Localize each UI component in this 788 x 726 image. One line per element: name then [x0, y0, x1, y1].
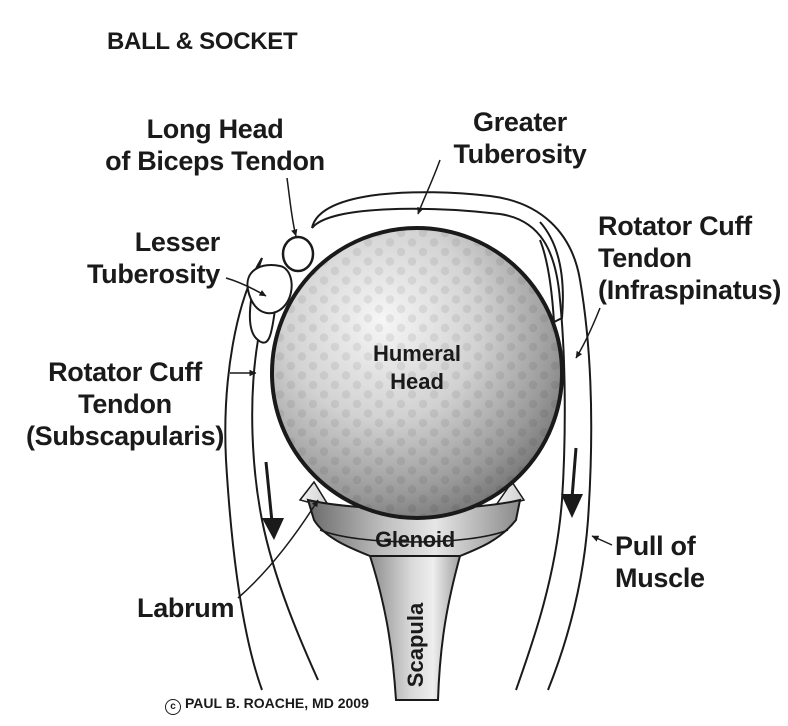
rc-sub-line1: Rotator Cuff [20, 356, 230, 388]
leader-pull [592, 536, 612, 545]
biceps-tendon [283, 237, 313, 271]
pull-arrow-right [561, 494, 583, 518]
copyright-text: PAUL B. ROACHE, MD 2009 [185, 695, 369, 711]
subscapularis-label: Rotator Cuff Tendon (Subscapularis) [20, 356, 230, 452]
infraspinatus-label: Rotator Cuff Tendon (Infraspinatus) [598, 210, 781, 306]
humeral-line2: Head [347, 368, 487, 396]
labrum-label: Labrum [137, 592, 234, 624]
long-head-biceps-label: Long Head of Biceps Tendon [70, 113, 360, 177]
glenoid-label: Glenoid [340, 527, 490, 553]
scapula-label: Scapula [403, 602, 428, 687]
copyright-symbol-icon: c [165, 699, 181, 715]
rc-infra-line2: Tendon [598, 242, 781, 274]
rc-sub-line2: Tendon [20, 388, 230, 420]
diagram-title: BALL & SOCKET [107, 28, 297, 56]
lesser-line1: Lesser [60, 226, 220, 258]
humeral-head-label: Humeral Head [347, 340, 487, 396]
pull-line1: Pull of [615, 530, 705, 562]
rc-infra-line3: (Infraspinatus) [598, 274, 781, 306]
lesser-tuberosity-label: Lesser Tuberosity [60, 226, 220, 290]
pull-of-muscle-label: Pull of Muscle [615, 530, 705, 594]
greater-tuberosity-label: Greater Tuberosity [420, 106, 620, 170]
leader-biceps [287, 178, 296, 236]
rc-sub-line3: (Subscapularis) [20, 420, 230, 452]
leader-labrum [238, 500, 318, 598]
rc-infra-line1: Rotator Cuff [598, 210, 781, 242]
long-head-line2: of Biceps Tendon [70, 145, 360, 177]
humeral-line1: Humeral [347, 340, 487, 368]
pull-line2: Muscle [615, 562, 705, 594]
lesser-line2: Tuberosity [60, 258, 220, 290]
greater-line2: Tuberosity [420, 138, 620, 170]
long-head-line1: Long Head [70, 113, 360, 145]
greater-line1: Greater [420, 106, 620, 138]
